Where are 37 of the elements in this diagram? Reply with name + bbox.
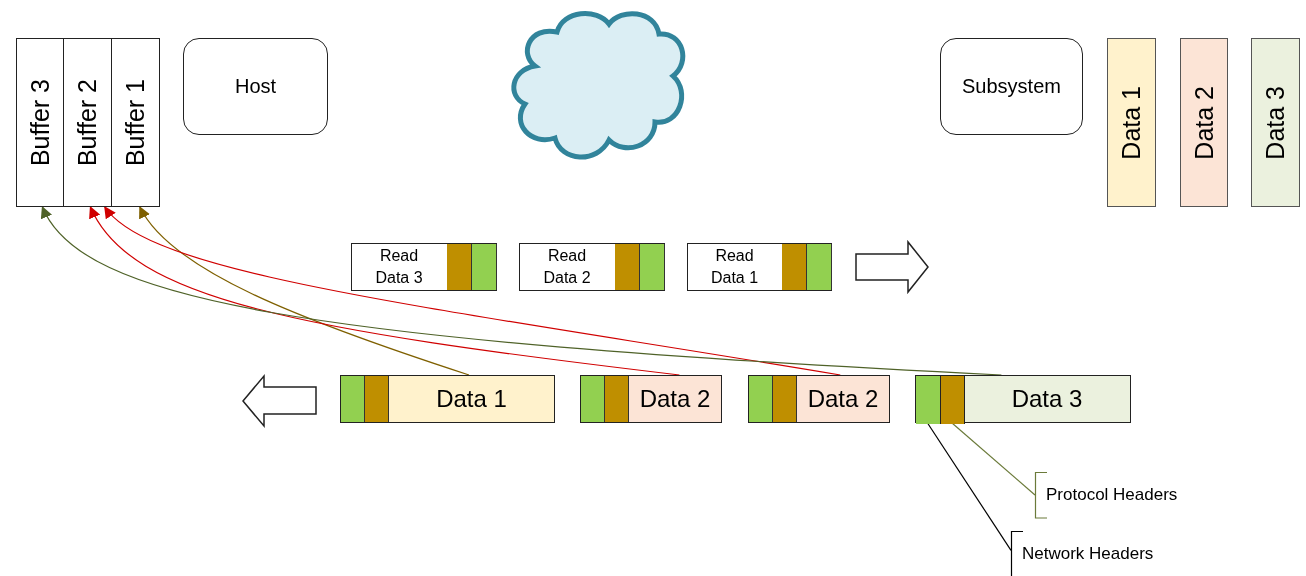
protocol-header-segment [941,376,965,424]
network-header-segment [916,376,941,424]
data-block [1180,38,1228,207]
buffer-column [112,38,160,207]
data-packet [580,375,722,423]
data-block [1107,38,1156,207]
packet-label: Data 2 [639,385,711,413]
buffer-column [64,38,112,207]
packet-label: Read Data 2 [542,245,592,288]
packet-label: Data 3 [1011,385,1083,413]
packet-label: Data 1 [436,385,507,413]
packet-label: Read Data 3 [374,245,424,288]
annotation-text: Protocol Headers [1046,485,1178,505]
buffer-label: Buffer 1 [121,78,150,167]
data-packet [915,375,1131,423]
leader-line [926,422,1012,551]
annotation-text: Network Headers [1022,543,1154,564]
packet-label: Read Data 1 [709,245,760,288]
read-packet [351,243,497,291]
leader-line [951,422,1036,496]
buffer-label: Data 2 [1189,85,1219,160]
buffer-label: Buffer 2 [73,78,102,167]
buffer-label: Data 3 [1261,85,1290,160]
subsystem-box [940,38,1083,135]
data-packet [340,375,555,423]
buffer-column [16,38,64,207]
arrow [139,206,470,376]
buffer-label: Buffer 3 [25,78,55,167]
read-packet [687,243,832,291]
host-box [183,38,328,135]
box-label: Host [234,75,277,98]
buffer-label: Data 1 [1117,85,1146,160]
packet-label: Data 2 [807,385,879,413]
data-block [1251,38,1300,207]
data-packet [748,375,890,423]
box-label: Subsystem [962,75,1061,98]
read-packet [519,243,665,291]
